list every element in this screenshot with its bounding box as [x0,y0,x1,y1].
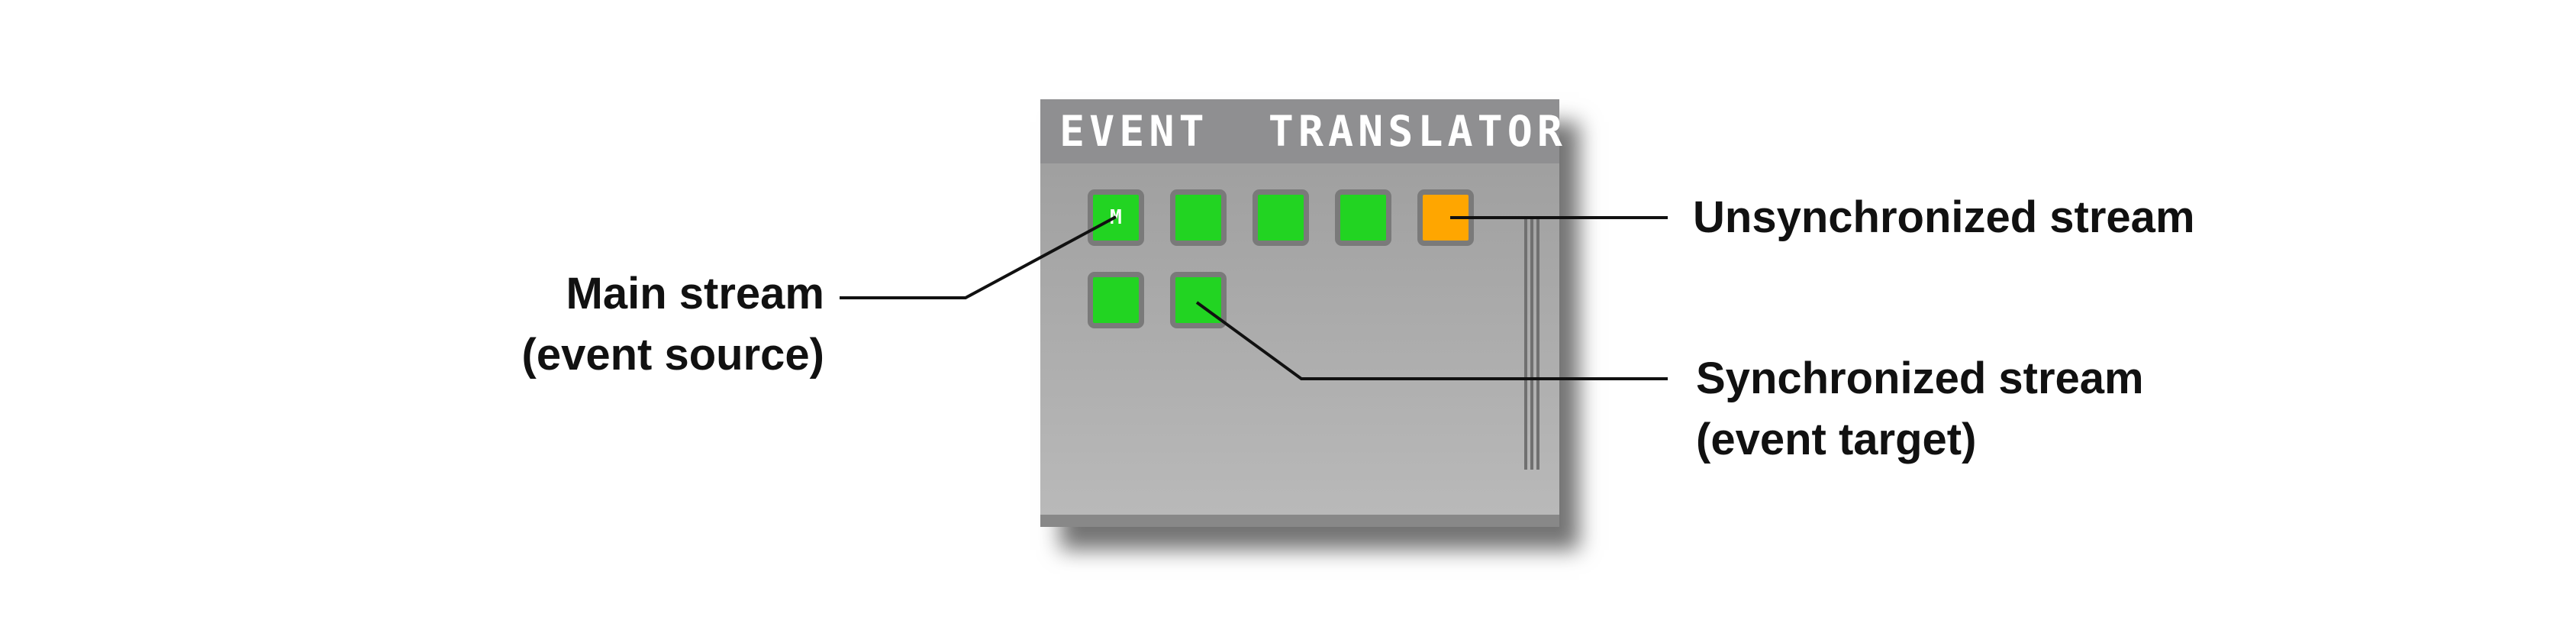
unsync-stream-label: Unsynchronized stream [1693,192,2195,242]
main-stream-sublabel: (event source) [521,330,824,380]
stream-button[interactable] [1253,189,1309,246]
synchronized-stream-button[interactable] [1170,272,1227,328]
scrollbar-rail [1530,218,1533,470]
sync-stream-label: Synchronized stream [1696,354,2144,403]
panel-title: EVENT TRANSLATOR [1059,107,1567,156]
scrollbar-rail [1536,218,1539,470]
main-stream-leader [840,215,1117,299]
panel-footer [1040,515,1559,527]
scrollbar-rail [1524,218,1527,470]
sync-stream-sublabel: (event target) [1696,415,1977,464]
scrollbar[interactable] [1524,218,1541,470]
main-stream-annotation: Main stream (event source) [488,263,824,386]
sync-stream-leader [1195,301,1668,380]
unsync-stream-annotation: Unsynchronized stream [1693,187,2195,248]
main-stream-label: Main stream [566,269,824,318]
event-translator-panel: EVENT TRANSLATOR M [1040,99,1562,527]
sync-stream-annotation: Synchronized stream (event target) [1696,348,2144,470]
stream-button[interactable] [1170,189,1227,246]
stream-button[interactable] [1335,189,1391,246]
panel-header: EVENT TRANSLATOR [1040,99,1562,163]
stream-button[interactable] [1088,272,1144,328]
